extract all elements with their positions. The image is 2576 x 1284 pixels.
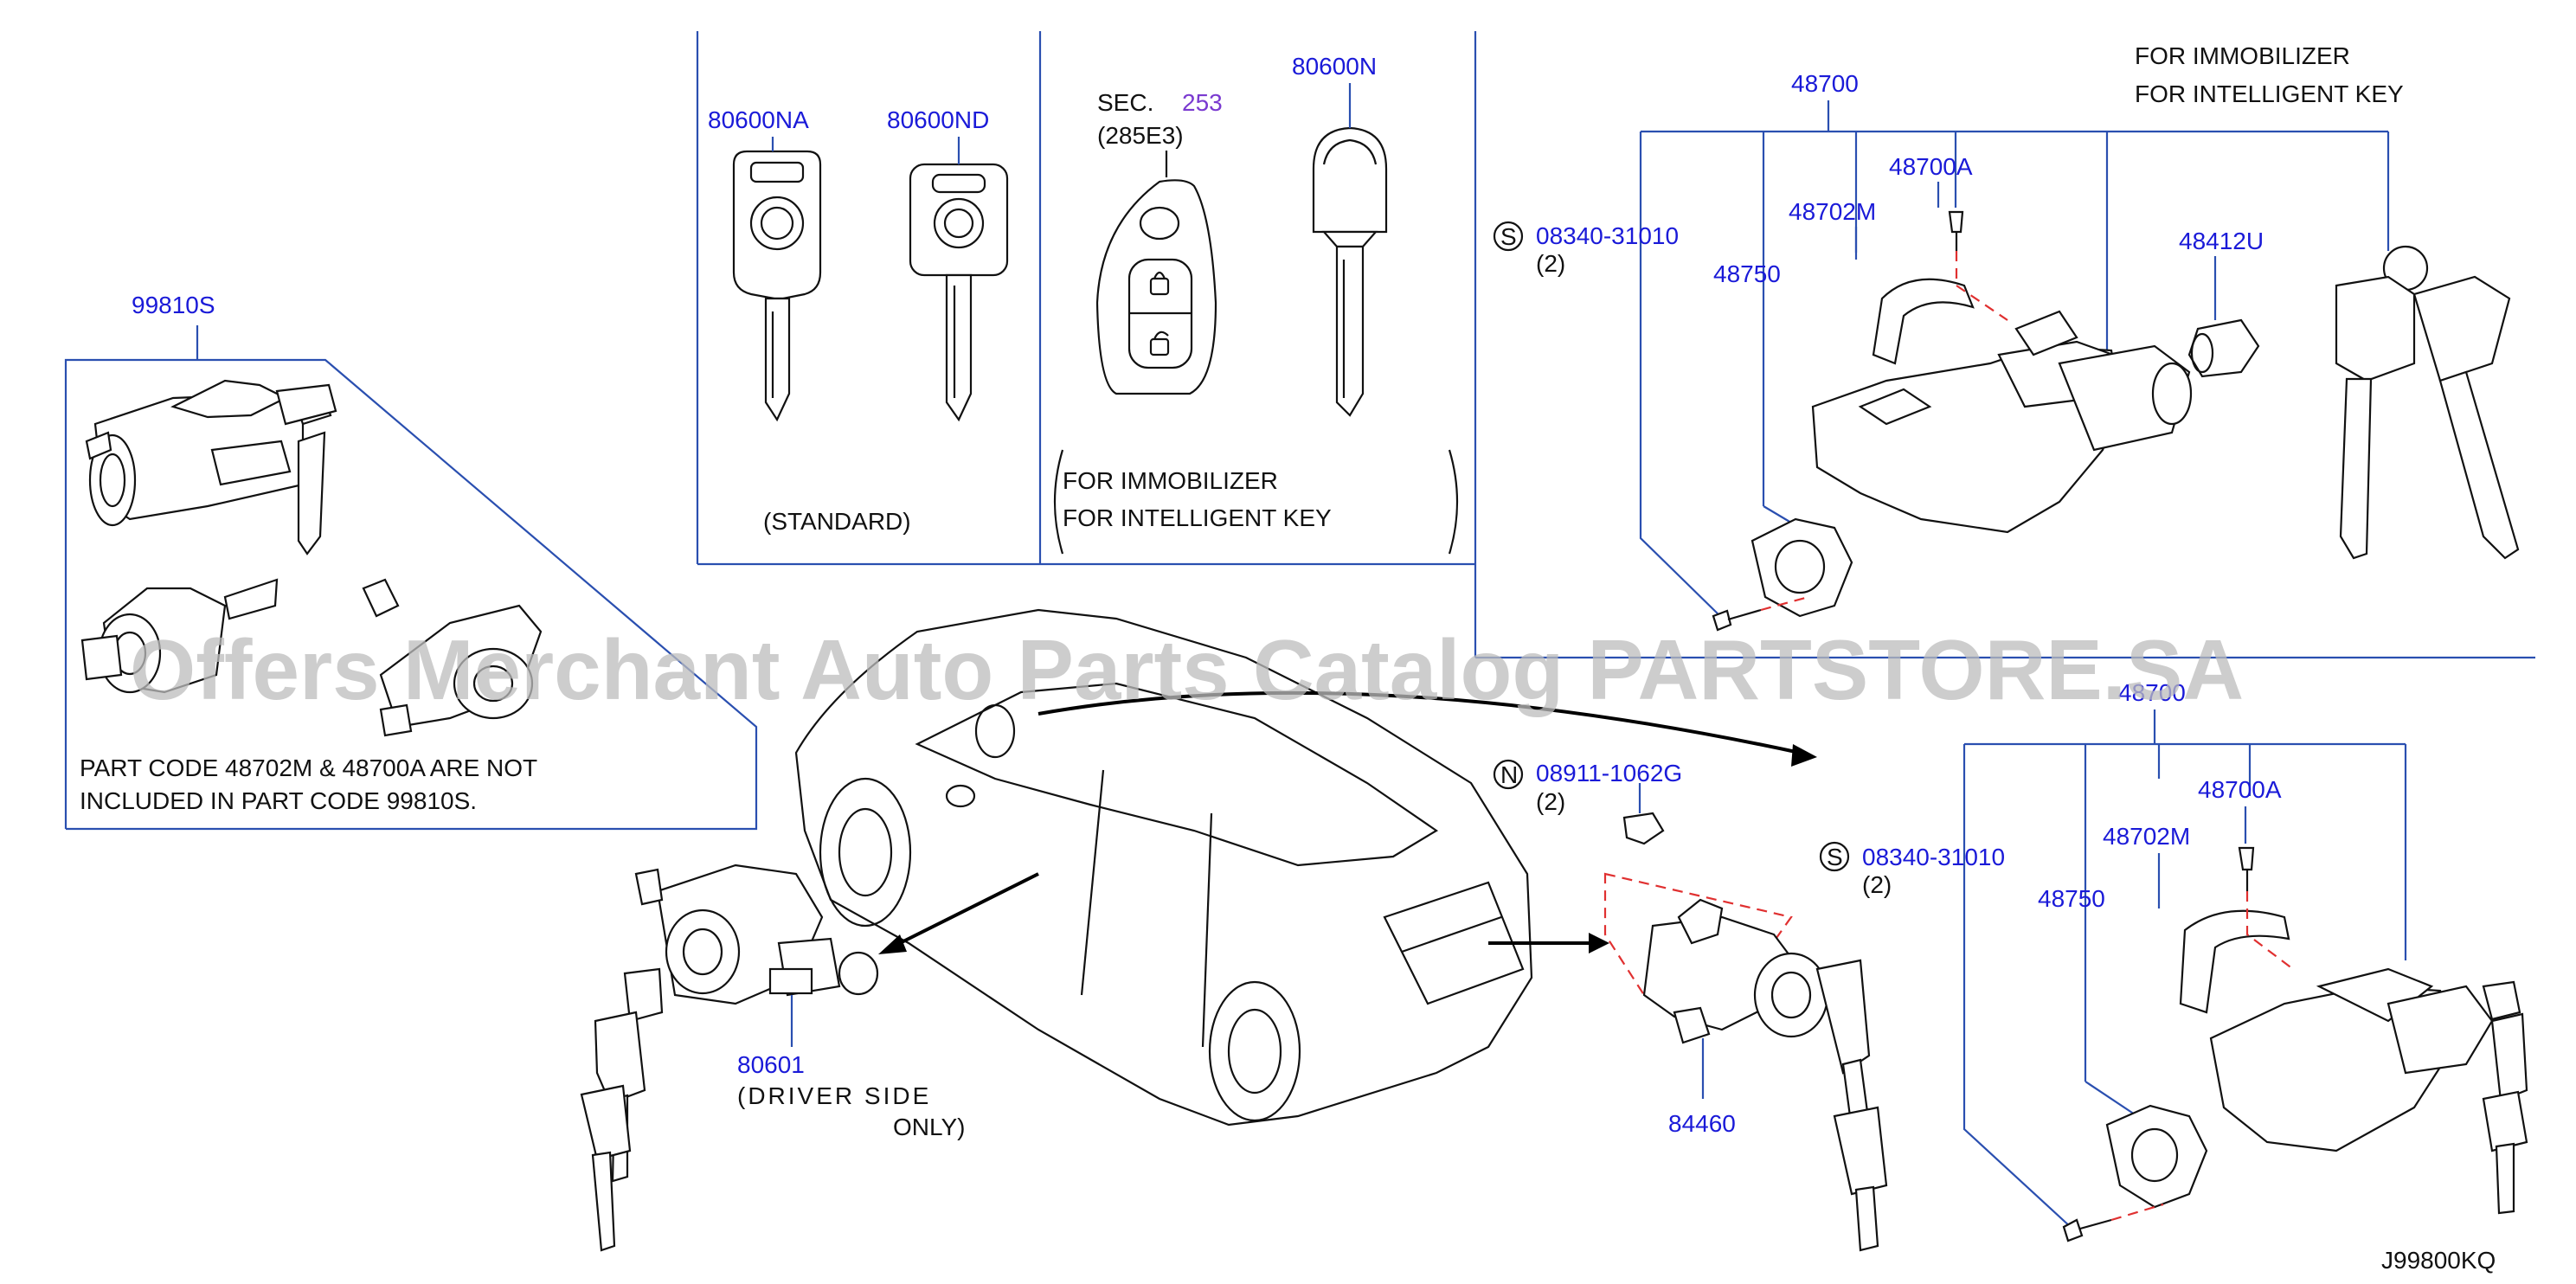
label-80600na[interactable]: 80600NA — [708, 106, 809, 133]
key-80600na-drawing — [732, 150, 822, 422]
label-48700-bot[interactable]: 48700 — [2118, 679, 2186, 706]
intelligent-key-fob-drawing — [1095, 179, 1217, 395]
label-80600n[interactable]: 80600N — [1292, 53, 1377, 80]
leader-48700-bot — [1963, 709, 2407, 1229]
ignition-assembly-top-drawing — [1712, 210, 2520, 632]
badge-s-bot — [1819, 841, 1850, 872]
kit-note-line-1: PART CODE 48702M & 48700A ARE NOT — [80, 754, 537, 781]
key-panel-frame — [696, 31, 2535, 659]
label-for-immobilizer-1: FOR IMMOBILIZER — [1063, 467, 1278, 494]
ignition-lock-kit-drawing — [80, 379, 543, 737]
watermark: Offers Merchant Auto Parts Catalog PARTS… — [130, 622, 2244, 717]
ignition-assembly-bot-drawing — [2062, 846, 2528, 1242]
label-48700a-bot[interactable]: 48700A — [2198, 776, 2282, 803]
badge-n-letter: N — [1500, 761, 1518, 788]
bracket-right — [1448, 449, 1459, 555]
label-48702m-top[interactable]: 48702M — [1789, 198, 1876, 225]
key-80600nd-drawing — [909, 163, 1009, 422]
label-48700-top[interactable]: 48700 — [1791, 70, 1859, 97]
callout-arrows — [878, 690, 1817, 954]
bracket-left — [1053, 449, 1064, 555]
label-80600nd[interactable]: 80600ND — [887, 106, 989, 133]
label-80601[interactable]: 80601 — [737, 1051, 805, 1078]
label-sec-num[interactable]: 253 — [1182, 89, 1223, 116]
label-48412u[interactable]: 48412U — [2179, 228, 2264, 254]
car-outline-drawing — [794, 608, 1533, 1127]
label-for-immobilizer-2: FOR IMMOBILIZER — [2135, 42, 2350, 69]
kit-note-line-2: INCLUDED IN PART CODE 99810S. — [80, 787, 477, 814]
label-qty-n: (2) — [1536, 788, 1565, 815]
door-lock-80601-drawing — [580, 863, 879, 1252]
badge-s-bot-letter: S — [1827, 844, 1843, 870]
label-84460[interactable]: 84460 — [1668, 1110, 1736, 1137]
label-sec-code: (285E3) — [1097, 122, 1184, 149]
label-99810s[interactable]: 99810S — [132, 292, 215, 318]
label-for-intelligent-key-2: FOR INTELLIGENT KEY — [2135, 80, 2404, 107]
label-48750-bot[interactable]: 48750 — [2038, 885, 2105, 912]
diagram-id: J99800KQ — [2381, 1247, 2496, 1274]
label-08340-top[interactable]: 08340-31010 — [1536, 222, 1679, 249]
label-qty-top: (2) — [1536, 250, 1565, 277]
label-standard: (STANDARD) — [763, 508, 911, 535]
trunk-lock-84460-drawing — [1603, 812, 1888, 1252]
label-48750-top[interactable]: 48750 — [1713, 260, 1781, 287]
label-08911[interactable]: 08911-1062G — [1536, 760, 1682, 786]
label-only: ONLY) — [893, 1114, 966, 1140]
label-qty-bot: (2) — [1862, 871, 1892, 898]
badge-s-top-letter: S — [1500, 223, 1517, 250]
label-for-intelligent-key-1: FOR INTELLIGENT KEY — [1063, 504, 1332, 531]
badge-n — [1493, 759, 1524, 790]
kit-99810s-frame — [64, 325, 758, 831]
label-driver-side: (DRIVER SIDE — [737, 1082, 931, 1109]
label-48702m-bot[interactable]: 48702M — [2103, 823, 2190, 850]
label-48700a-top[interactable]: 48700A — [1889, 153, 1973, 180]
key-80600n-drawing — [1312, 126, 1388, 417]
label-sec: SEC. — [1097, 89, 1153, 116]
badge-s-top — [1493, 221, 1524, 252]
label-08340-bot[interactable]: 08340-31010 — [1862, 844, 2005, 870]
